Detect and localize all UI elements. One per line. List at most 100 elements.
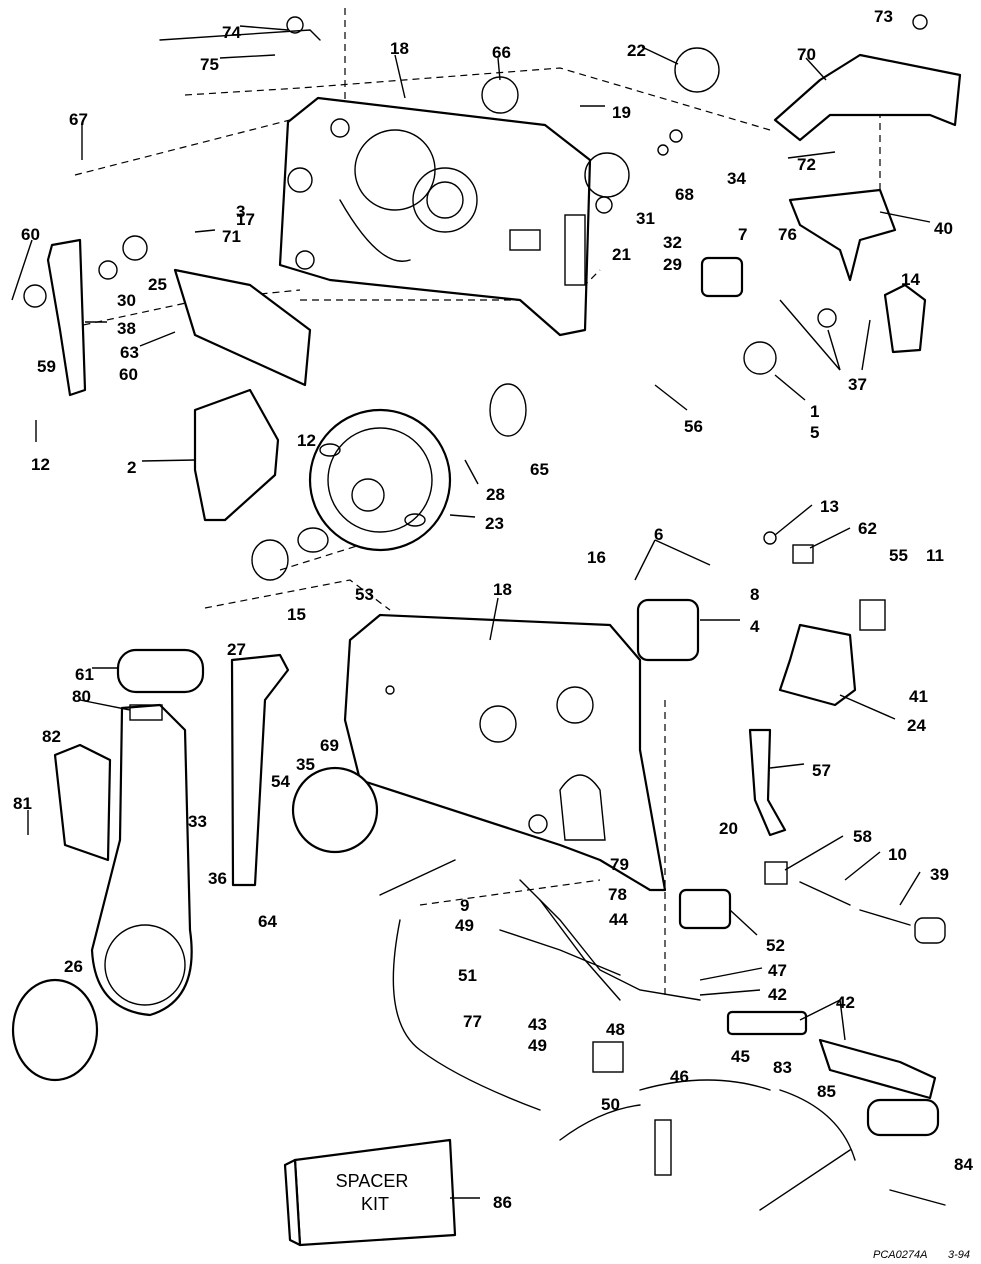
callout-33: 33 xyxy=(188,812,207,831)
callout-44: 44 xyxy=(609,910,628,929)
detent-lever xyxy=(230,653,290,887)
spacer-kit-box xyxy=(283,1138,457,1247)
callout-22: 22 xyxy=(627,41,646,60)
callout-37: 37 xyxy=(848,375,867,394)
callout-41: 41 xyxy=(909,687,928,706)
callout-19: 19 xyxy=(612,103,631,122)
callout-55: 55 xyxy=(889,546,908,565)
control-handle xyxy=(90,703,193,1017)
callout-30: 30 xyxy=(117,291,136,310)
callout-6: 6 xyxy=(654,525,663,544)
callout-16: 16 xyxy=(587,548,606,567)
callout-26: 26 xyxy=(64,957,83,976)
callout-36: 36 xyxy=(208,869,227,888)
callout-61: 61 xyxy=(75,665,94,684)
callout-75: 75 xyxy=(200,55,219,74)
callout-49: 49 xyxy=(528,1036,547,1055)
callout-86: 86 xyxy=(493,1193,512,1212)
callout-10: 10 xyxy=(888,845,907,864)
trim-switch xyxy=(678,888,732,930)
throttle-arm xyxy=(773,53,962,142)
callout-2: 2 xyxy=(127,458,136,477)
callout-7: 7 xyxy=(738,225,747,244)
callout-18: 18 xyxy=(493,580,512,599)
callout-13: 13 xyxy=(820,497,839,516)
callout-64: 64 xyxy=(258,912,277,931)
callout-39: 39 xyxy=(930,865,949,884)
callout-11: 11 xyxy=(926,546,944,565)
callout-25: 25 xyxy=(148,275,167,294)
wiring-harness xyxy=(392,879,946,1211)
callout-82: 82 xyxy=(42,727,61,746)
switch-actuator xyxy=(636,598,700,662)
cam-plate xyxy=(291,766,379,854)
callout-68: 68 xyxy=(675,185,694,204)
trim-harness xyxy=(726,1010,937,1100)
callout-21: 21 xyxy=(612,245,631,264)
lever-arm xyxy=(46,238,87,397)
callout-17: 17 xyxy=(236,210,255,229)
label-plate xyxy=(173,268,312,387)
handle-end-cap xyxy=(11,978,99,1082)
callout-74: 74 xyxy=(222,23,241,42)
spacer-kit-line2: KIT xyxy=(361,1194,389,1214)
throttle-cam xyxy=(778,623,857,707)
callout-71: 71 xyxy=(222,227,241,246)
spacer-kit-line1: SPACER xyxy=(336,1171,409,1191)
callout-48: 48 xyxy=(606,1020,625,1039)
shift-gear xyxy=(308,408,452,552)
callout-67: 67 xyxy=(69,110,88,129)
callout-1: 1 xyxy=(810,402,819,421)
callout-51: 51 xyxy=(458,966,477,985)
knob-cover xyxy=(116,648,205,694)
callout-8: 8 xyxy=(750,585,759,604)
key-switch xyxy=(700,256,927,354)
callout-35: 35 xyxy=(296,755,315,774)
callout-14: 14 xyxy=(901,270,920,289)
callout-18: 18 xyxy=(390,39,409,58)
bracket-plate xyxy=(788,188,897,282)
callout-49: 49 xyxy=(455,916,474,935)
callout-60: 60 xyxy=(119,365,138,384)
callout-76: 76 xyxy=(778,225,797,244)
callout-38: 38 xyxy=(117,319,136,338)
callout-57: 57 xyxy=(812,761,831,780)
callout-70: 70 xyxy=(797,45,816,64)
callout-42: 42 xyxy=(768,985,787,1004)
callout-66: 66 xyxy=(492,43,511,62)
callout-24: 24 xyxy=(907,716,926,735)
lower-housing xyxy=(343,613,667,892)
trim-lead xyxy=(866,1098,940,1137)
callout-20: 20 xyxy=(719,819,738,838)
callout-23: 23 xyxy=(485,514,504,533)
callout-53: 53 xyxy=(355,585,374,604)
callout-12: 12 xyxy=(297,431,316,450)
callout-58: 58 xyxy=(853,827,872,846)
callout-80: 80 xyxy=(72,687,91,706)
callout-46: 46 xyxy=(670,1067,689,1086)
callout-28: 28 xyxy=(486,485,505,504)
callout-50: 50 xyxy=(601,1095,620,1114)
callout-32: 32 xyxy=(663,233,682,252)
callout-42: 42 xyxy=(836,993,855,1012)
drawing-code: PCA0274A xyxy=(873,1249,927,1261)
callout-77: 77 xyxy=(463,1012,482,1031)
callout-54: 54 xyxy=(271,772,290,791)
shift-link xyxy=(748,728,787,837)
callout-47: 47 xyxy=(768,961,787,980)
callout-60: 60 xyxy=(21,225,40,244)
callout-83: 83 xyxy=(773,1058,792,1077)
callout-56: 56 xyxy=(684,417,703,436)
callout-3: 3 xyxy=(236,202,245,221)
callout-12: 12 xyxy=(31,455,50,474)
upper-housing xyxy=(278,96,592,337)
callout-4: 4 xyxy=(750,617,760,636)
callout-72: 72 xyxy=(797,155,816,174)
callout-73: 73 xyxy=(874,7,893,26)
callout-27: 27 xyxy=(227,640,246,659)
trim-switch-cover xyxy=(53,743,112,862)
callout-5: 5 xyxy=(810,423,819,442)
callout-62: 62 xyxy=(858,519,877,538)
callout-63: 63 xyxy=(120,343,139,362)
